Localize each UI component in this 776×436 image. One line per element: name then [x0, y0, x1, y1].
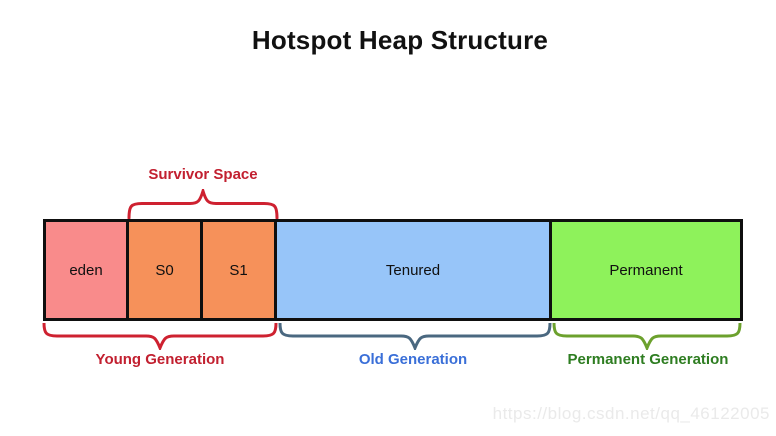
heap-segment-s0: S0: [129, 222, 203, 318]
heap-segment-eden: eden: [46, 222, 129, 318]
permanent-generation-brace-icon: [552, 323, 742, 350]
heap-segment-label: Permanent: [609, 261, 683, 279]
heap-segment-label: S1: [229, 261, 248, 279]
heap-segment-label: eden: [69, 261, 103, 279]
heap-segment-label: S0: [155, 261, 174, 279]
heap-row: eden S0 S1 Tenured Permanent: [43, 219, 743, 321]
heap-segment-s1: S1: [203, 222, 277, 318]
heap-segment-label: Tenured: [385, 261, 441, 279]
young-generation-brace-path: [42, 323, 278, 350]
heap-segment-permanent: Permanent: [552, 222, 740, 318]
old-generation-brace-icon: [278, 323, 552, 350]
survivor-space-brace-path: [127, 189, 279, 219]
heap-segment-tenured: Tenured: [277, 222, 552, 318]
old-generation-label: Old Generation: [358, 351, 468, 368]
watermark: https://blog.csdn.net/qq_46122005: [492, 404, 770, 423]
page-title: Hotspot Heap Structure: [251, 25, 549, 55]
permanent-generation-label: Permanent Generation: [567, 351, 729, 368]
young-generation-brace-icon: [42, 323, 278, 350]
young-generation-label: Young Generation: [95, 351, 225, 368]
survivor-space-brace-icon: [127, 189, 279, 219]
old-generation-brace-path: [278, 323, 552, 350]
survivor-space-label: Survivor Space: [148, 166, 258, 183]
permanent-generation-brace-path: [552, 323, 742, 350]
